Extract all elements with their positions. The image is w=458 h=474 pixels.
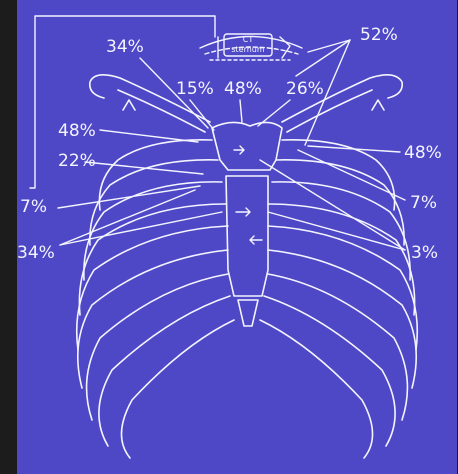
label-7-left: 7% <box>20 197 47 217</box>
label-52-top-right: 52% <box>360 25 398 45</box>
label-34-top-left: 34% <box>106 37 144 57</box>
label-15-upper-left-mid: 15% <box>176 79 214 99</box>
inset-label-sternum: sternum <box>231 45 265 54</box>
label-3-right: 3% <box>411 243 438 263</box>
label-7-right: 7% <box>410 193 437 213</box>
inset-label-ct: CT <box>243 35 254 44</box>
label-48-left: 48% <box>58 121 96 141</box>
label-48-upper-center: 48% <box>224 79 262 99</box>
label-34-left: 34% <box>17 243 55 263</box>
label-48-right: 48% <box>404 143 442 163</box>
label-26-upper-right-mid: 26% <box>286 79 324 99</box>
label-22-left: 22% <box>58 151 96 171</box>
